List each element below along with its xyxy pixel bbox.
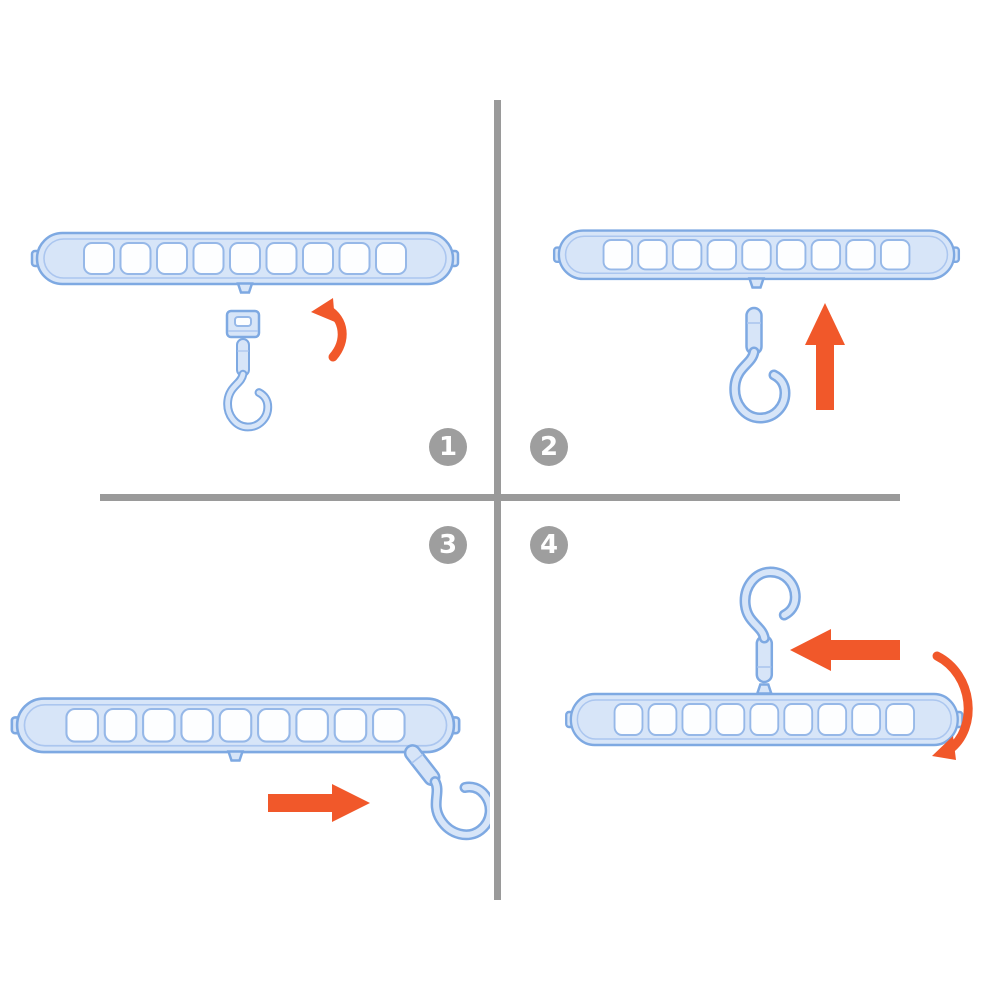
step-4-figure: [564, 560, 973, 760]
hanger-bar: [564, 692, 964, 747]
hanger-nub: [236, 282, 254, 294]
hanger-bar: [30, 231, 460, 286]
folded-hook-clasp: [225, 309, 261, 339]
step-2-figure: [552, 229, 961, 445]
rotate-arrow-head: [311, 298, 335, 322]
right-arrow: [268, 784, 370, 822]
rotate-arrow-curve: [932, 651, 973, 755]
hanger-nub: [227, 750, 244, 762]
step-number-3: 3: [429, 526, 467, 564]
hanger-bar: [552, 229, 961, 281]
step-number-4: 4: [530, 526, 568, 564]
hanger-nub: [748, 277, 765, 289]
horizontal-divider: [100, 494, 900, 501]
swivel-hook: [745, 572, 795, 682]
hanger-nub: [756, 683, 773, 695]
left-arrow: [790, 629, 900, 671]
step-number-1: 1: [429, 428, 467, 466]
step-number-2: 2: [530, 428, 568, 466]
rotate-arrow-head: [932, 736, 956, 760]
swivel-hook: [735, 308, 785, 418]
step-1-figure: [30, 231, 460, 455]
step-3-figure: [10, 697, 490, 875]
hanger-bar: [10, 697, 461, 754]
swivel-hook: [228, 339, 268, 427]
up-arrow: [805, 303, 845, 410]
